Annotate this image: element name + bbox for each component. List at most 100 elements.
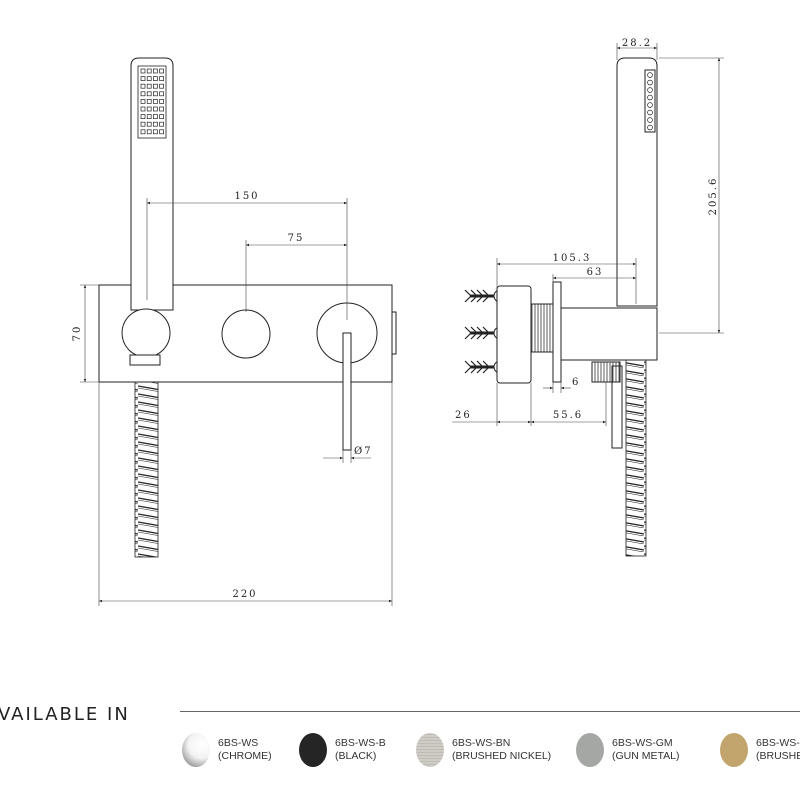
dim-6: 6 [572,377,580,388]
legend-divider [180,711,800,712]
nozzle [647,94,653,101]
side-body [560,307,658,361]
nozzle [140,99,146,104]
side-hose [625,359,647,557]
dim-diameter-7: Ø7 [354,446,373,457]
nozzle [159,121,164,127]
dim-63: 63 [587,267,604,278]
anchor-rib [470,326,478,340]
nozzle [647,79,653,86]
nozzle [146,99,152,104]
brushed-brass-swatch [720,733,748,767]
front-handset [130,57,174,311]
nozzle [647,102,653,108]
nozzle [140,68,146,74]
side-view: 28.2 205.6 105.3 63 6 26 55.6 [452,38,724,557]
nozzle [159,76,164,81]
nozzle [153,114,158,119]
spray-nozzle-grid [137,65,167,139]
side-nozzle-strip [644,69,656,133]
finish-name: (BRUSHED NICKEL) [452,750,552,762]
side-nozzles [647,72,653,131]
anchor-rib [476,360,484,374]
nozzle [159,106,164,112]
spray-face [137,65,167,139]
nozzle [140,106,146,112]
anchor-rib [464,360,472,374]
nozzle [647,72,653,78]
nozzle [146,106,152,112]
nozzle [153,129,158,135]
finish-code: 6BS-WS [218,737,259,749]
finish-brushed-brass[interactable]: 6BS-WS-(BRUSHE [720,733,800,767]
chrome-swatch [182,733,210,767]
finish-code: 6BS-WS-BN [452,737,511,749]
wall-flange [552,281,562,383]
front-hose [134,361,159,558]
dim-70: 70 [72,325,83,342]
nozzle [146,129,152,135]
anchor-rib [470,360,478,374]
mixer-lever [342,332,352,451]
anchor-rib [482,326,490,340]
outlet-fitting [591,361,621,383]
finish-code: 6BS-WS-GM [612,737,673,749]
nozzle [159,99,164,104]
diverter-knob [221,309,271,359]
anchor-rib [476,326,484,340]
available-in-title: VAILABLE IN [0,704,130,725]
finish-name: (CHROME) [218,750,272,762]
finish-code: 6BS-WS- [756,737,800,749]
nozzle [153,99,158,104]
nozzle [159,114,164,119]
finish-code: 6BS-WS-B [335,737,386,749]
anchor-rib [482,360,490,374]
front-dimensions: 150 75 70 220 Ø7 [72,191,393,606]
dim-28-2: 28.2 [622,38,652,49]
nozzle [647,117,653,123]
brushed-nickel-swatch [416,733,444,767]
finish-chrome[interactable]: 6BS-WS(CHROME) [182,733,272,767]
anchor-rib [470,289,478,303]
front-view: 150 75 70 220 Ø7 [72,57,397,606]
nozzle [647,87,653,93]
nozzle [153,106,158,112]
dim-26: 26 [455,410,472,421]
nozzle [159,91,164,97]
nozzle [140,121,146,127]
black-swatch [299,733,327,767]
nozzle [159,129,164,135]
dim-75: 75 [288,233,305,244]
nozzle [153,68,158,74]
side-dimensions: 28.2 205.6 105.3 63 6 26 55.6 [452,38,724,426]
finish-name: (BLACK) [335,750,377,762]
dim-105-3: 105.3 [553,253,592,264]
nozzle [146,83,152,89]
dim-205-6: 205.6 [708,177,719,216]
nozzle [140,129,146,135]
nozzle [647,124,653,131]
finish-black[interactable]: 6BS-WS-B(BLACK) [299,733,386,767]
anchor-rib [482,289,490,303]
nozzle [140,114,146,119]
dim-150: 150 [234,191,259,202]
gun-metal-swatch [576,733,604,767]
threaded-spindle [530,303,554,353]
nozzle [153,76,158,81]
nozzle [153,121,158,127]
nozzle [153,83,158,89]
nozzle [159,83,164,89]
nozzle [647,109,653,116]
plate-side-edge [391,311,397,355]
finish-brushed-nickel[interactable]: 6BS-WS-BN(BRUSHED NICKEL) [416,733,551,767]
dim-55-6: 55.6 [553,410,583,421]
anchor-rib [464,289,472,303]
nozzle [159,68,164,74]
nozzle [146,68,152,74]
handset-holder [121,308,171,358]
finish-gun-metal[interactable]: 6BS-WS-GM(GUN METAL) [576,733,679,767]
anchor-rib [464,326,472,340]
hose-connector [129,354,161,366]
nozzle [140,76,146,81]
